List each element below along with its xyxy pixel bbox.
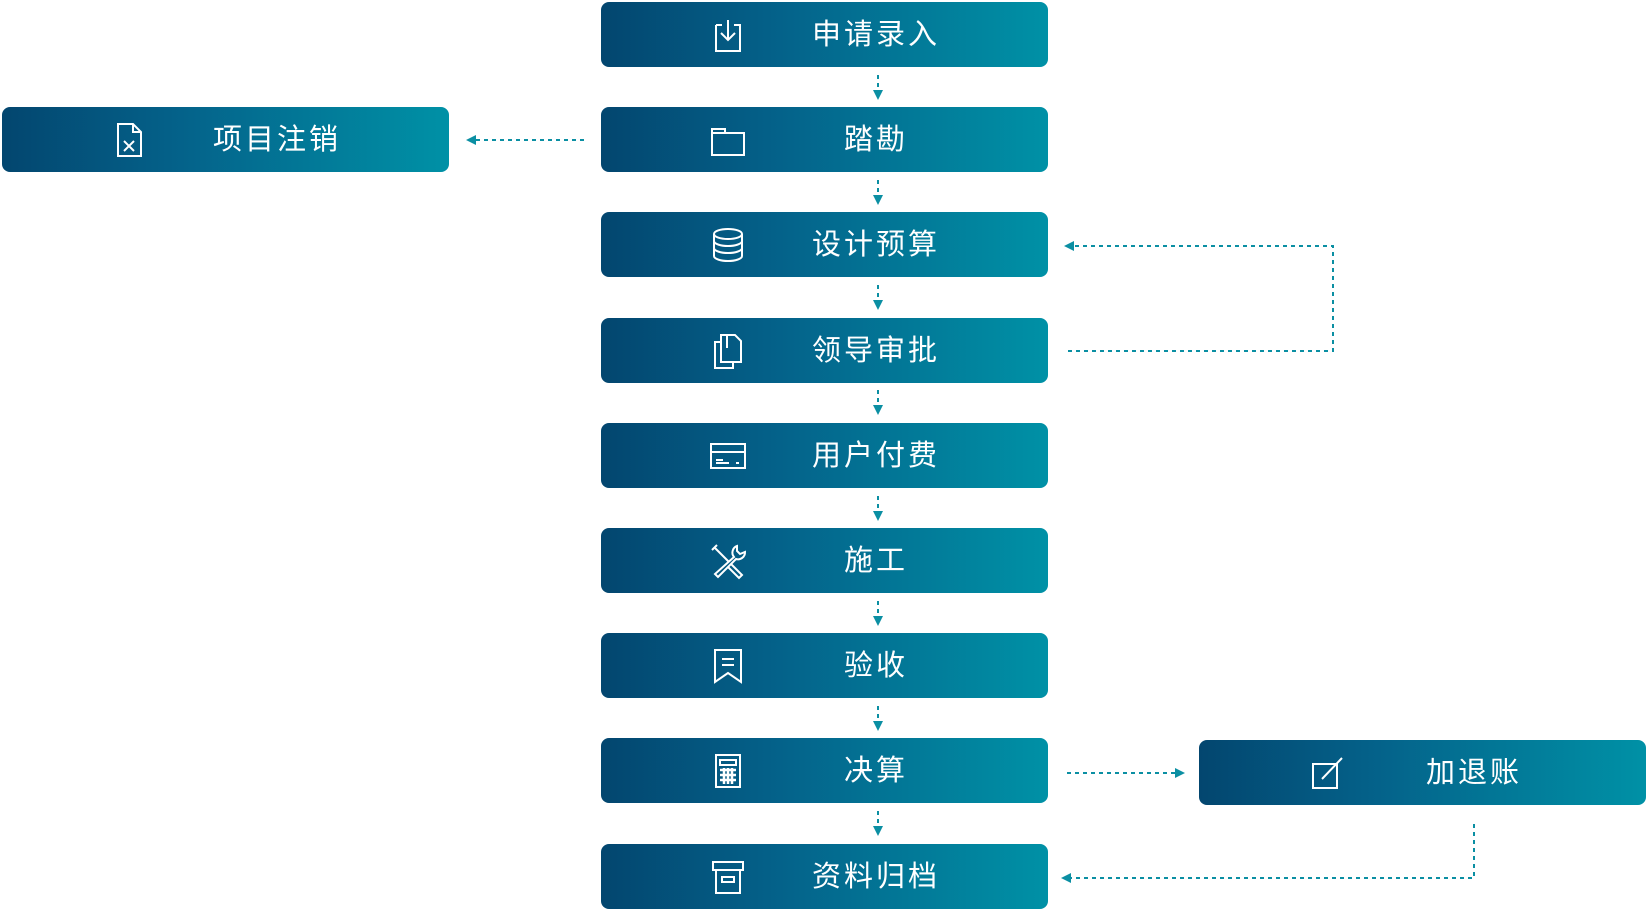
- step-label: 领导审批: [811, 332, 940, 367]
- documents-icon: [714, 333, 742, 369]
- card-icon: [710, 442, 746, 469]
- step-3[interactable]: 设计预算: [601, 212, 1048, 278]
- step-9[interactable]: 资料归档: [601, 843, 1048, 909]
- step-2[interactable]: 踏勘: [601, 107, 1048, 173]
- tools-icon: [711, 544, 746, 580]
- step-adjust-account[interactable]: 加退账: [1199, 740, 1646, 805]
- download-icon: [715, 20, 741, 52]
- step-7[interactable]: 验收: [601, 633, 1048, 699]
- step-label: 设计预算: [811, 227, 940, 262]
- step-label: 项目注销: [212, 122, 341, 156]
- step-6[interactable]: 施工: [601, 528, 1048, 593]
- step-label: 踏勘: [843, 122, 908, 157]
- database-icon: [713, 228, 743, 263]
- step-project-cancel[interactable]: 项目注销: [2, 107, 449, 172]
- step-5[interactable]: 用户付费: [601, 422, 1048, 488]
- step-label: 施工: [843, 543, 908, 577]
- step-label: 申请录入: [811, 17, 940, 51]
- archive-icon: [712, 860, 744, 894]
- step-label: 加退账: [1425, 755, 1522, 789]
- step-label: 用户付费: [811, 437, 940, 472]
- step-label: 资料归档: [811, 858, 940, 893]
- edit-icon: [1312, 757, 1343, 789]
- file-cancel-icon: [117, 123, 142, 157]
- arrow-adjust-to-archive: [1061, 824, 1475, 883]
- step-label: 决算: [843, 753, 908, 788]
- step-1[interactable]: 申请录入: [601, 2, 1048, 67]
- bookmark-icon: [714, 649, 742, 685]
- folder-icon: [711, 128, 745, 157]
- step-label: 验收: [843, 648, 908, 683]
- step-8[interactable]: 决算: [601, 738, 1048, 804]
- loop-approval-to-design: [1064, 241, 1334, 352]
- calculator-icon: [715, 754, 741, 789]
- step-4[interactable]: 领导审批: [601, 317, 1048, 383]
